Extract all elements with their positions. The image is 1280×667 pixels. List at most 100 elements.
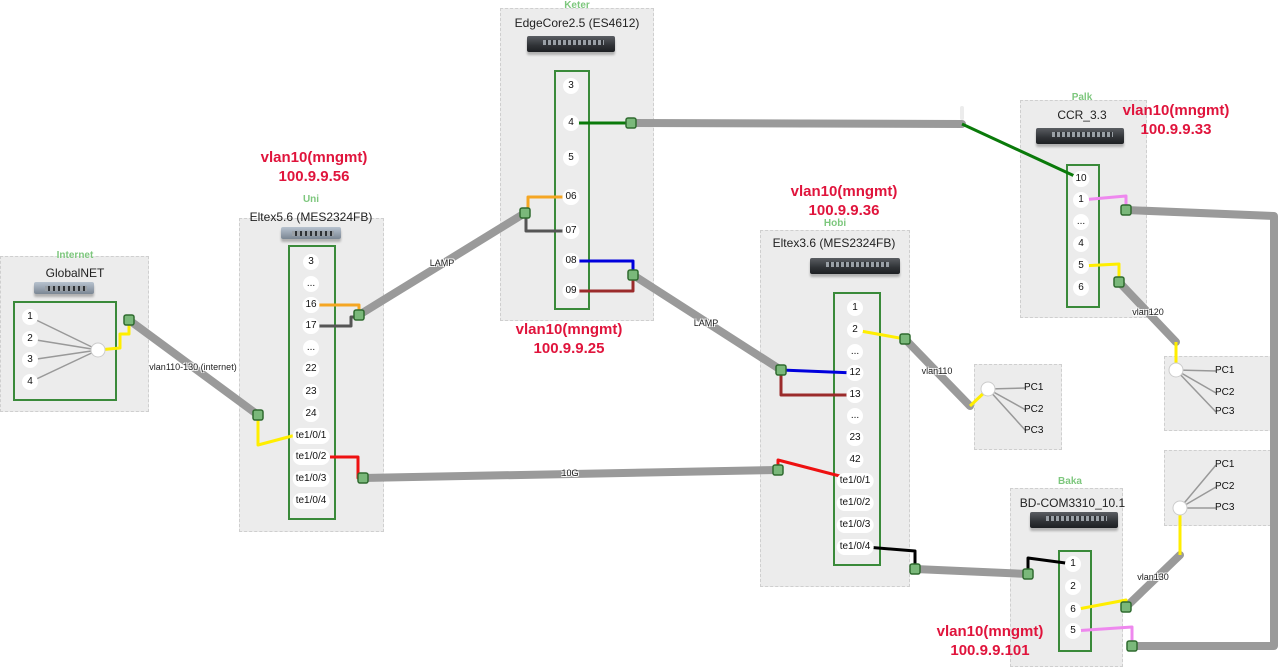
baka-port[interactable]: 1 [1065,556,1081,572]
cable-hobi-hobi-pcs[interactable] [901,335,974,410]
palk-port[interactable]: 6 [1073,280,1089,296]
conn-keter-palk[interactable] [625,117,637,129]
cord-palk-5 [1080,262,1121,282]
hobi-pc-label: PC3 [1024,425,1044,436]
keter-switch-icon [527,36,615,52]
palk-port[interactable]: 1 [1073,192,1089,208]
internet-port[interactable]: 4 [22,374,38,390]
link-label-hobi-pcs: vlan110 [921,366,953,376]
hobi-port[interactable]: te1/0/1 [836,473,874,489]
hobi-port[interactable]: 13 [846,387,864,403]
conn-internet[interactable] [123,314,135,326]
baka-pc-label: PC1 [1215,459,1235,470]
internet-port[interactable]: 3 [22,352,38,368]
baka-port[interactable]: 2 [1065,579,1081,595]
internet-port[interactable]: 1 [22,309,38,325]
hobi-port[interactable]: te1/0/3 [836,517,874,533]
conn-baka-pcs[interactable] [1120,601,1132,613]
conn-baka-hobi[interactable] [1022,568,1034,580]
hobi-port[interactable]: ... [847,344,863,360]
baka-vlan-text: vlan10(mngmt) [936,623,1044,640]
conn-baka-loop[interactable] [1126,640,1138,652]
uni-port[interactable]: 23 [302,384,320,400]
conn-palk-pcs[interactable] [1113,276,1125,288]
cord-hobi-te104 [865,545,917,569]
cord-keter-08 [571,259,635,275]
hobi-port[interactable]: 2 [847,322,863,338]
keter-port[interactable]: 3 [563,78,579,94]
hobi-site-label: Hobi [823,218,847,229]
keter-port[interactable]: 08 [562,253,580,269]
uni-port[interactable]: 22 [302,361,320,377]
conn-hobi-pcs[interactable] [899,333,911,345]
hobi-port[interactable]: te1/0/4 [836,539,874,555]
uni-port[interactable]: te1/0/4 [292,493,330,509]
conn-palk-loop[interactable] [1120,204,1132,216]
hobi-port[interactable]: 42 [846,452,864,468]
internet-switch-icon [34,282,94,294]
uni-port[interactable]: ... [303,276,319,292]
hobi-pc-hub [980,381,996,397]
cord-uni-17 [318,315,359,328]
conn-hobi-keter[interactable] [775,364,787,376]
conn-keter-hobi[interactable] [627,269,639,281]
cord-keter-07 [524,215,571,233]
cable-keter-palk[interactable] [627,119,966,128]
fanout-lines [29,316,1217,509]
conn-hobi-10g[interactable] [772,464,784,476]
palk-port[interactable]: 4 [1073,236,1089,252]
cable-hobi-baka[interactable] [911,565,1032,578]
hobi-pc-group[interactable] [974,364,1062,450]
hobi-device-name: Eltex3.6 (MES2324FB) [772,236,896,250]
link-label-internet-uni: vlan110-130 (internet) [149,362,237,372]
conn-keter-uni[interactable] [519,207,531,219]
uni-port[interactable]: te1/0/2 [292,449,330,465]
keter-port[interactable]: 09 [562,283,580,299]
cable-baka-baka-pcs[interactable] [1122,551,1184,611]
hobi-port[interactable]: 1 [847,300,863,316]
cord-uni-16 [318,303,361,315]
palk-port[interactable]: ... [1073,214,1089,230]
conn-uni-keter[interactable] [353,309,365,321]
uni-port[interactable]: 3 [303,254,319,270]
conn-uni-left[interactable] [252,409,264,421]
conn-hobi-baka[interactable] [909,563,921,575]
keter-port[interactable]: 07 [562,223,580,239]
hobi-port[interactable]: 23 [846,430,864,446]
baka-port[interactable]: 6 [1065,602,1081,618]
uni-port[interactable]: te1/0/1 [292,428,330,444]
uni-ip-text: 100.9.9.56 [278,168,350,185]
cord-hobi-13 [779,372,855,397]
palk-port[interactable]: 5 [1073,258,1089,274]
uni-site-label: Uni [302,194,320,205]
baka-port[interactable]: 5 [1065,623,1081,639]
palk-port[interactable]: 10 [1072,171,1090,187]
uni-port[interactable]: te1/0/3 [292,471,330,487]
hobi-port[interactable]: ... [847,408,863,424]
hobi-port[interactable]: 12 [846,365,864,381]
cable-palk-palk-pcs[interactable] [1115,278,1180,346]
keter-port[interactable]: 06 [562,189,580,205]
hobi-mgmt-label: vlan10(mngmt) 100.9.9.36 [764,182,924,220]
cable-palk-baka-loop[interactable] [1122,206,1278,650]
keter-port[interactable]: 5 [563,150,579,166]
keter-site-label: Keter [564,0,590,11]
internet-port[interactable]: 2 [22,331,38,347]
cable-uni-keter[interactable] [355,209,529,319]
conn-uni-10g[interactable] [357,472,369,484]
cable-internet-uni[interactable] [125,316,262,419]
cord-keter-09 [571,277,635,293]
hobi-port[interactable]: te1/0/2 [836,495,874,511]
cable-uni-hobi[interactable] [359,466,782,482]
baka-ip-text: 100.9.9.101 [950,642,1030,659]
uni-port[interactable]: 17 [302,318,320,334]
uni-port[interactable]: ... [303,340,319,356]
uni-port[interactable]: 24 [302,406,320,422]
keter-port[interactable]: 4 [563,115,579,131]
cable-keter-hobi[interactable] [629,271,785,374]
keter-ip-text: 100.9.9.25 [533,340,605,357]
uni-port[interactable]: 16 [302,297,320,313]
keter-device-name: EdgeCore2.5 (ES4612) [514,16,640,30]
baka-device-name: BD-COM3310_10.1 [1019,496,1126,510]
palk-ip-text: 100.9.9.33 [1140,121,1212,138]
